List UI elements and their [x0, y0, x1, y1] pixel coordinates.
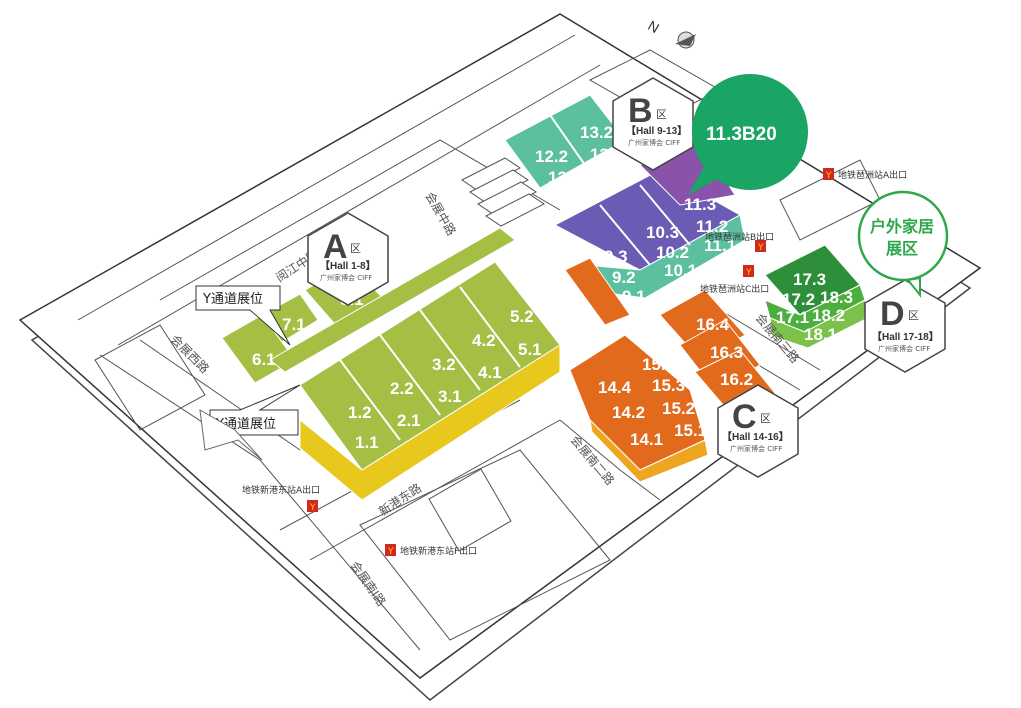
- svg-text:C: C: [732, 398, 757, 436]
- hall-label-3-2: 3.2: [432, 355, 456, 374]
- svg-text:【Hall 9-13】: 【Hall 9-13】: [626, 124, 687, 137]
- hall-label-10-2: 10.2: [656, 243, 689, 262]
- svg-text:地铁琶洲站B出口: 地铁琶洲站B出口: [705, 231, 774, 243]
- hall-label-1-1: 1.1: [355, 433, 379, 452]
- hall-label-17-3: 17.3: [793, 270, 826, 289]
- zone-b-badge: B 区 【Hall 9-13】 广州家博会 CIFF: [612, 77, 694, 171]
- svg-text:地铁琶洲站A出口: 地铁琶洲站A出口: [838, 169, 907, 181]
- hall-label-18-3: 18.3: [820, 288, 853, 307]
- svg-text:广州家博会 CIFF: 广州家博会 CIFF: [628, 138, 680, 147]
- hall-label-11-3: 11.3: [684, 195, 716, 214]
- hall-label-14-4: 14.4: [598, 378, 632, 397]
- hall-label-5-1: 5.1: [518, 340, 542, 359]
- hall-label-14-2: 14.2: [612, 403, 645, 422]
- hall-label-9-2: 9.2: [612, 268, 636, 287]
- open-block-bottom: [359, 449, 611, 641]
- stepped-bars: [461, 157, 545, 227]
- hall-a-lower: [299, 344, 561, 501]
- metro-exits: Y 地铁琶洲站A出口 Y 地铁琶洲站B出口 Y 地铁琶洲站C出口 Y 地铁新港东…: [242, 168, 907, 557]
- zone-a-badge: A 区 【Hall 1-8】 广州家博会 CIFF: [307, 212, 389, 306]
- svg-text:Y: Y: [745, 268, 752, 278]
- hall-b-orange-strip: [564, 257, 631, 326]
- svg-text:区: 区: [760, 412, 771, 425]
- hall-label-2-2: 2.2: [390, 379, 414, 398]
- svg-text:展区: 展区: [886, 239, 918, 258]
- hall-label-4-2: 4.2: [472, 331, 496, 350]
- zone-d-badge: D 区 【Hall 17-18】 广州家博会 CIFF: [864, 279, 946, 373]
- hall-label-17-1: 17.1: [776, 308, 809, 327]
- svg-text:区: 区: [350, 242, 361, 255]
- open-block-left: [94, 324, 206, 431]
- hall-label-13-1: 13.1: [590, 145, 623, 164]
- svg-text:广州家博会 CIFF: 广州家博会 CIFF: [320, 273, 372, 282]
- hall-label-14-1: 14.1: [630, 430, 663, 449]
- hall-label-6-1: 6.1: [252, 350, 276, 369]
- svg-text:Y: Y: [309, 503, 316, 513]
- hall-label-11-2: 11.2: [696, 217, 728, 236]
- svg-text:区: 区: [656, 108, 667, 121]
- hall-label-18-1: 18.1: [804, 325, 837, 344]
- svg-text:Y: Y: [825, 171, 832, 181]
- svg-text:【Hall 17-18】: 【Hall 17-18】: [872, 330, 939, 343]
- svg-text:地铁新港东站A出口: 地铁新港东站A出口: [242, 484, 320, 496]
- zone-a-halls: [221, 227, 561, 501]
- compass: N: [645, 17, 696, 49]
- metro-pazhou-c: Y 地铁琶洲站C出口: [700, 265, 769, 295]
- outdoor-zone-badge: 户外家居 展区: [857, 190, 949, 298]
- zone-d-halls: [764, 244, 869, 349]
- hall-label-13-2: 13.2: [580, 123, 613, 142]
- svg-text:户外家居: 户外家居: [870, 217, 934, 236]
- svg-text:地铁新港东站F出口: 地铁新港东站F出口: [400, 545, 477, 557]
- y-channel-strip: [269, 227, 516, 373]
- hall-label-9-3: 9.3: [604, 247, 628, 266]
- y-channel-callout-top: Y通道展位: [195, 285, 291, 346]
- hall-label-11-1: 11.1: [704, 236, 736, 255]
- hall-label-4-1: 4.1: [478, 363, 502, 382]
- svg-text:【Hall 14-16】: 【Hall 14-16】: [722, 430, 789, 443]
- hall-label-10-3: 10.3: [646, 223, 679, 242]
- hall-label-10-1: 10.1: [664, 261, 697, 280]
- hall-label-12-2: 12.2: [535, 147, 568, 166]
- booth-marker-text: 11.3B20: [706, 124, 777, 145]
- metro-xingang-f: Y 地铁新港东站F出口: [385, 544, 477, 557]
- hall-label-16-4: 16.4: [696, 315, 730, 334]
- hall-label-12-1: 12.1: [548, 168, 581, 187]
- svg-text:D: D: [880, 295, 905, 333]
- svg-text:B: B: [628, 92, 653, 130]
- zone-c-badge: C 区 【Hall 14-16】 广州家博会 CIFF: [717, 384, 799, 478]
- hall-label-15-2: 15.2: [662, 399, 695, 418]
- hall-label-15-1: 15.1: [674, 421, 707, 440]
- hall-label-2-1: 2.1: [397, 411, 421, 430]
- svg-text:广州家博会 CIFF: 广州家博会 CIFF: [730, 444, 782, 453]
- hall-label-5-2: 5.2: [510, 307, 534, 326]
- plane-arrow-icon: [199, 409, 263, 461]
- svg-text:A: A: [323, 228, 348, 266]
- hall-label-1-2: 1.2: [348, 403, 372, 422]
- zone-c-halls: [569, 289, 776, 483]
- hall-label-18-2: 18.2: [812, 306, 845, 325]
- booth-marker: 11.3B20: [688, 74, 808, 195]
- hall-label-15-4: 15.4: [642, 355, 676, 374]
- metro-xingang-a: Y 地铁新港东站A出口: [242, 484, 320, 513]
- hall-label-17-2: 17.2: [782, 290, 815, 309]
- north-label: N: [645, 17, 662, 36]
- svg-text:地铁琶洲站C出口: 地铁琶洲站C出口: [700, 283, 769, 295]
- svg-text:Y: Y: [757, 243, 764, 253]
- hall-label-7-1: 7.1: [282, 315, 306, 334]
- svg-text:Y通道展位: Y通道展位: [202, 292, 263, 307]
- metro-pazhou-a: Y 地铁琶洲站A出口: [823, 168, 907, 181]
- hall-label-9-1: 9.1: [622, 287, 646, 306]
- metro-pazhou-b: Y 地铁琶洲站B出口: [705, 231, 774, 253]
- svg-text:区: 区: [908, 309, 919, 322]
- svg-text:广州家博会 CIFF: 广州家博会 CIFF: [878, 344, 930, 353]
- hall-label-16-2: 16.2: [720, 370, 753, 389]
- svg-text:【Hall 1-8】: 【Hall 1-8】: [320, 259, 376, 272]
- svg-text:Y: Y: [387, 547, 394, 557]
- hall-label-15-3: 15.3: [652, 376, 685, 395]
- zone-b-halls: [553, 139, 746, 326]
- hall-label-3-1: 3.1: [438, 387, 462, 406]
- hall-label-16-3: 16.3: [710, 343, 743, 362]
